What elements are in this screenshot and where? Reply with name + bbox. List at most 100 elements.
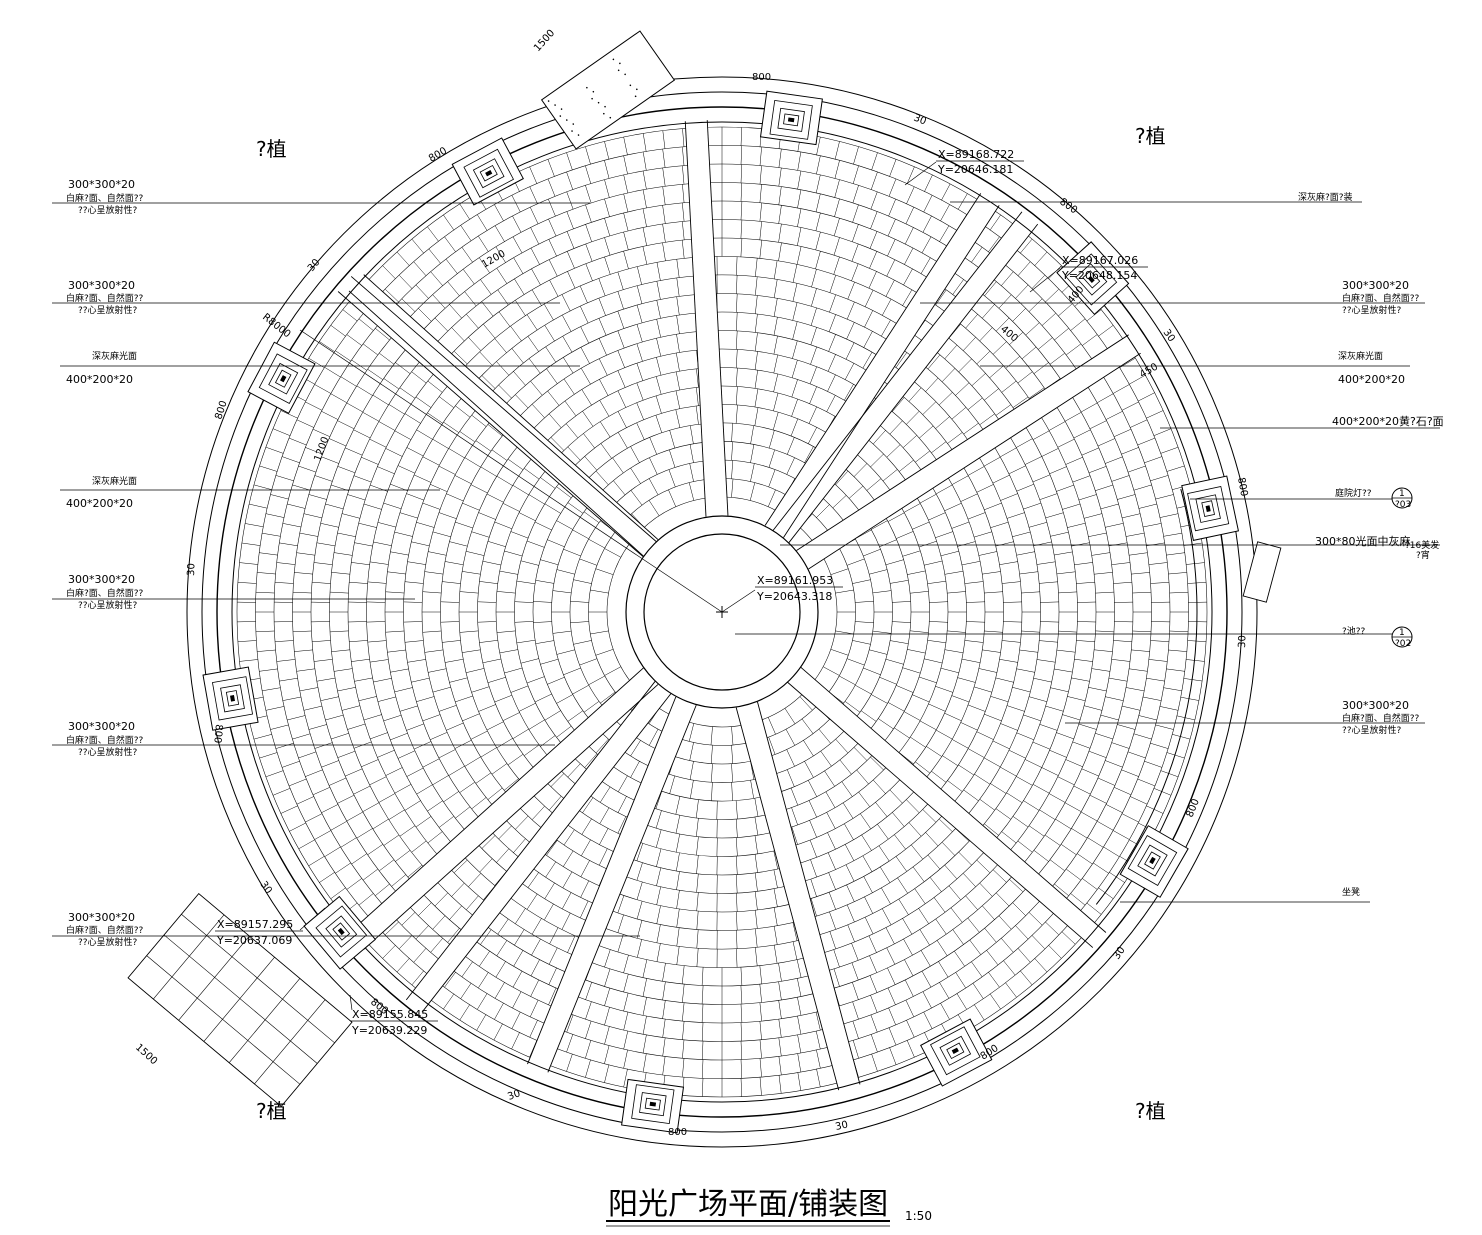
svg-text:??心呈放射性?: ??心呈放射性?	[78, 599, 138, 611]
path-band	[684, 112, 728, 513]
callout-right: ?池??	[1342, 625, 1366, 637]
svg-text:?宵: ?宵	[1416, 549, 1430, 561]
dim-label: 1200	[312, 435, 331, 463]
path-edge	[684, 121, 707, 517]
path-edge	[527, 696, 677, 1065]
entrance-steps-north	[540, 30, 676, 150]
svg-text:Y=20646.181: Y=20646.181	[937, 163, 1013, 176]
path-edge	[799, 666, 1107, 933]
svg-text:Y=20643.318: Y=20643.318	[756, 590, 832, 603]
svg-text:白麻?面、自然面??: 白麻?面、自然面??	[66, 192, 144, 204]
svg-text:X=89157.295: X=89157.295	[217, 918, 293, 931]
plaza-ring	[231, 121, 1213, 1103]
lamp-planter-box	[202, 666, 259, 731]
path-edge	[363, 274, 659, 540]
path-band	[334, 273, 657, 558]
svg-text:白麻?面、自然面??: 白麻?面、自然面??	[66, 924, 144, 936]
dim-label: 1200	[480, 248, 508, 270]
coord-leader	[349, 994, 353, 1011]
svg-text:??心呈放射性?: ??心呈放射性?	[78, 746, 138, 758]
path-edge	[808, 352, 1141, 570]
callout-right: 300*80光面中灰麻 ?16美发 ?宵	[1315, 534, 1439, 561]
svg-text:300*300*20: 300*300*20	[1342, 279, 1409, 292]
svg-text:白麻?面、自然面??: 白麻?面、自然面??	[66, 292, 144, 304]
detail-marker: 1 ?03	[1391, 487, 1413, 510]
dim-label: 1500	[532, 28, 557, 54]
svg-text:300*80光面中灰麻: 300*80光面中灰麻	[1315, 534, 1411, 548]
svg-text:X=89167.026: X=89167.026	[1062, 254, 1138, 267]
svg-text:300*300*20: 300*300*20	[68, 911, 135, 924]
dim-label: 800	[1057, 196, 1079, 216]
coordinate-label: X=89168.722 Y=20646.181	[936, 148, 1024, 176]
svg-text:1: 1	[1399, 628, 1405, 638]
coordinate-label: X=89157.295 Y=20637.069	[215, 918, 303, 947]
path-edge	[757, 701, 861, 1085]
dim-label: 800	[1235, 477, 1249, 498]
lamp-planter-box	[451, 137, 524, 206]
lamp-planter-box	[621, 1078, 685, 1134]
svg-text:X=89161.953: X=89161.953	[757, 574, 833, 587]
svg-text:X=89168.722: X=89168.722	[938, 148, 1014, 161]
paving-pattern	[236, 112, 1208, 1098]
svg-text:300*300*20: 300*300*20	[68, 178, 135, 191]
svg-text:深灰麻?面?装: 深灰麻?面?装	[1298, 191, 1353, 203]
svg-text:400*200*20: 400*200*20	[66, 497, 133, 510]
path-band	[799, 330, 1148, 567]
coordinate-label: X=89161.953 Y=20643.318	[755, 574, 843, 603]
path-edge	[788, 223, 1039, 544]
drawing-scale: 1:50	[905, 1209, 932, 1223]
svg-text:300*300*20: 300*300*20	[1342, 699, 1409, 712]
dim-label: 800	[668, 1127, 687, 1138]
svg-text:坐凳: 坐凳	[1342, 887, 1360, 898]
lamp-planter-box	[303, 895, 377, 970]
svg-text:白麻?面、自然面??: 白麻?面、自然面??	[1342, 712, 1420, 724]
callout-right: 300*300*20 白麻?面、自然面?? ??心呈放射性?	[1342, 279, 1420, 316]
path-band	[787, 666, 1110, 951]
path-edge	[706, 120, 729, 516]
dim-label: 800	[213, 399, 229, 421]
svg-text:X=89155.845: X=89155.845	[352, 1008, 428, 1021]
svg-text:白麻?面、自然面??: 白麻?面、自然面??	[1342, 292, 1420, 304]
lamp-planter-box	[1181, 475, 1240, 541]
callout-left: 深灰麻光面 400*200*20	[66, 350, 137, 386]
svg-text:?03: ?03	[1395, 500, 1411, 510]
path-band	[524, 700, 695, 1080]
dim-label: 30	[186, 563, 197, 576]
dim-label: 30	[506, 1088, 522, 1103]
svg-text:??心呈放射性?: ??心呈放射性?	[78, 304, 138, 316]
path-edge	[786, 681, 1094, 948]
callout-left: 深灰麻光面 400*200*20	[66, 475, 137, 510]
plaza-ring	[201, 91, 1243, 1133]
svg-text:庭院灯??: 庭院灯??	[1335, 487, 1372, 499]
path-edge	[796, 334, 1129, 551]
dim-label: 30	[1161, 327, 1177, 344]
callout-left: 300*300*20 白麻?面、自然面?? ??心呈放射性?	[66, 911, 144, 948]
svg-text:??心呈放射性?: ??心呈放射性?	[1342, 304, 1402, 316]
svg-text:Y=20639.229: Y=20639.229	[351, 1024, 427, 1037]
svg-text:400*200*20: 400*200*20	[1338, 373, 1405, 386]
path-band	[767, 186, 1004, 535]
callout-right: 坐凳	[1342, 887, 1360, 898]
callout-right: 庭院灯??	[1335, 487, 1372, 499]
callout-right: 300*300*20 白麻?面、自然面?? ??心呈放射性?	[1342, 699, 1420, 736]
coord-leader	[299, 907, 326, 931]
path-edge	[337, 291, 645, 558]
dim-label: 800	[211, 724, 224, 744]
svg-text:300*300*20: 300*300*20	[68, 720, 135, 733]
callout-right: 深灰麻光面 400*200*20	[1338, 350, 1405, 386]
svg-text:白麻?面、自然面??: 白麻?面、自然面??	[66, 587, 144, 599]
path-band	[737, 705, 863, 1098]
dim-label: 800	[752, 72, 771, 83]
path-edge	[772, 211, 1023, 532]
callout-left: 300*300*20 白麻?面、自然面?? ??心呈放射性?	[66, 178, 144, 216]
path-edge	[421, 692, 672, 1013]
radius-leader	[299, 329, 723, 613]
plant-label: ?植	[256, 137, 287, 161]
path-edge	[350, 276, 658, 543]
path-edge	[783, 205, 1000, 538]
path-band	[772, 207, 1041, 544]
dim-label: 30	[1111, 945, 1127, 962]
detail-marker: 1 ?02	[1391, 626, 1413, 649]
dim-label: 400	[998, 324, 1020, 345]
